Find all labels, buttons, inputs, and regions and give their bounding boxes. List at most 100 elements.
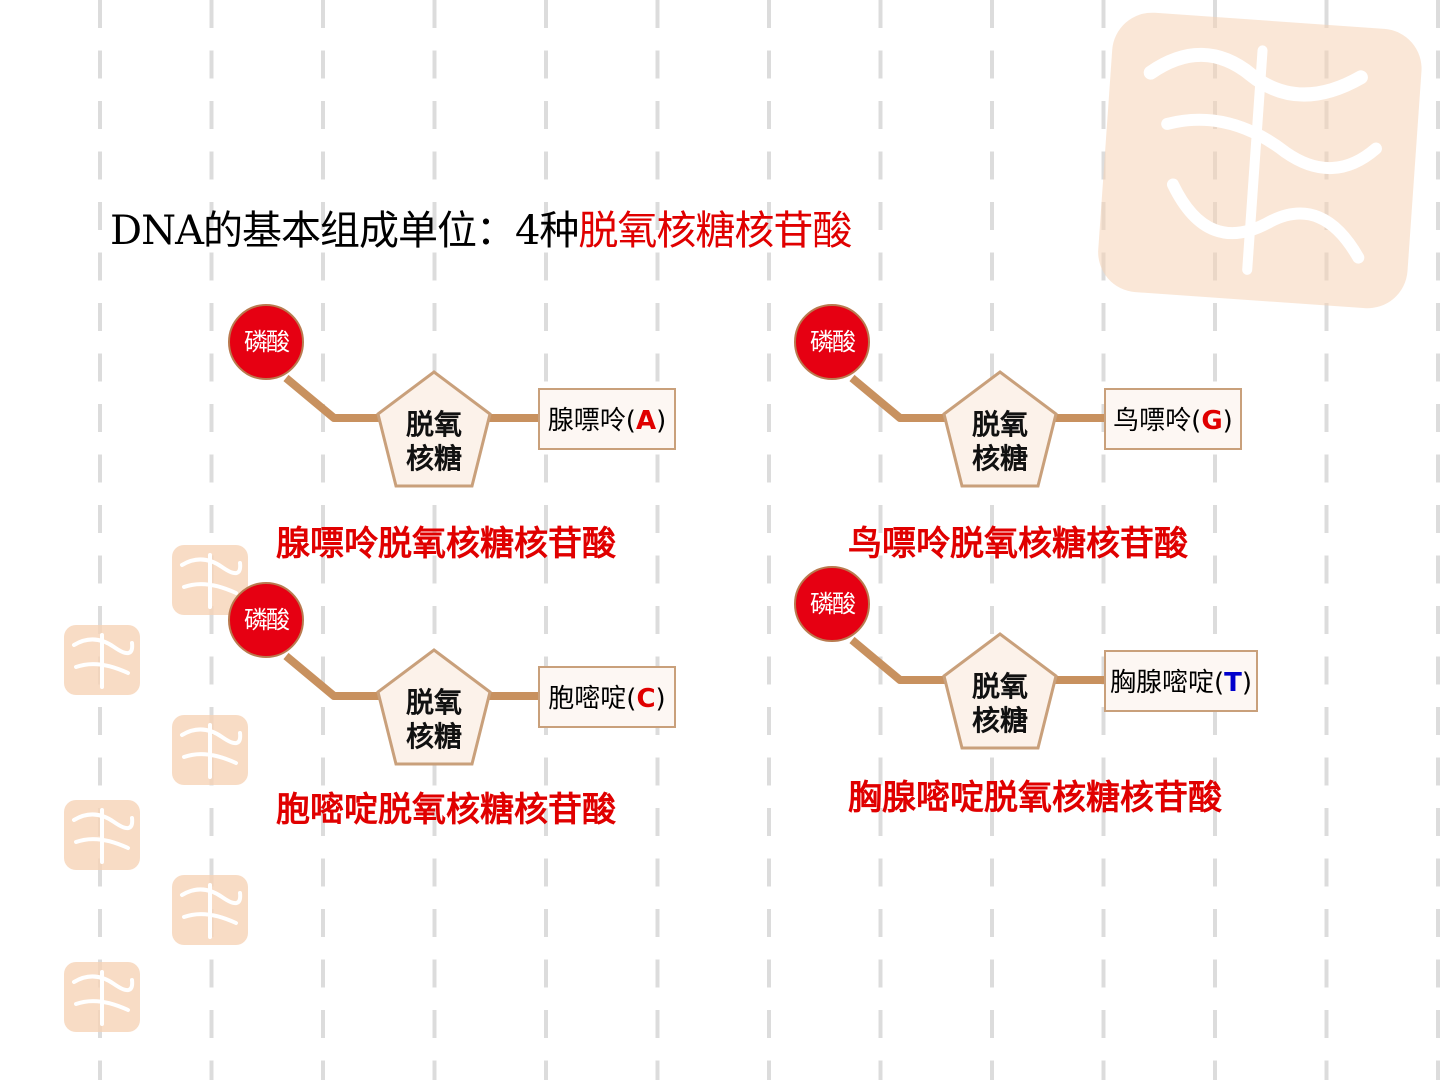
dash-mark [878,656,883,685]
dash-mark [98,0,102,28]
dash-mark [209,808,214,836]
phosphate-circle [228,582,304,658]
base-name: 腺嘌呤 [547,406,626,436]
dash-mark [1324,656,1329,685]
dash-mark [990,505,994,533]
dash-mark [1213,353,1217,382]
dash-mark [544,101,548,129]
dash-mark [1101,656,1106,685]
dash-mark [321,505,325,533]
dash-mark [321,101,325,129]
dash-mark [655,353,660,382]
dash-mark [878,909,883,937]
base-letter: T [1224,668,1242,698]
dash-mark [767,757,771,786]
sugar-line-2: 核糖 [971,704,1028,737]
dash-mark [1324,858,1329,887]
dash-mark [655,252,660,281]
dash-mark [98,404,102,432]
phosphate-label: 磷酸 [810,590,856,618]
dash-mark [1213,303,1217,331]
dash-mark [1436,555,1440,584]
dash-mark [767,606,771,634]
dash-mark [432,505,437,533]
dash-mark [1324,707,1329,735]
dash-mark [1101,959,1106,988]
title-prefix: DNA的基本组成单位：4种 [110,208,579,254]
dash-mark [1324,303,1329,331]
dash-mark [544,606,548,634]
dash-mark [209,202,214,230]
dash-mark [1324,0,1329,28]
dash-mark [321,959,325,988]
phosphate-sugar-bond [283,652,386,700]
dash-mark [98,707,102,735]
base-box: 胞嘧啶(C) [538,666,676,728]
dash-mark [321,1060,325,1080]
sugar-label: 脱氧核糖 [940,670,1060,738]
dash-mark [1101,353,1106,382]
dash-mark [878,555,883,584]
dash-mark [1213,606,1217,634]
dash-mark [544,1060,548,1080]
phosphate-sugar-bond [849,636,952,684]
dash-mark [767,707,771,735]
dash-mark [98,353,102,382]
dash-mark [1101,707,1106,735]
dash-mark [878,1010,883,1038]
nucleotide-structure [794,566,1106,750]
phosphate-circle [794,566,870,642]
dash-mark [1436,353,1440,382]
dash-mark [1436,656,1440,685]
phosphate-circle [228,304,304,380]
dash-mark [1213,808,1217,836]
dash-mark [1213,858,1217,887]
dash-mark [767,555,771,584]
dash-mark [544,555,548,584]
dash-mark [878,50,883,79]
dash-mark [990,909,994,937]
dash-mark [209,959,214,988]
dash-mark [767,454,771,483]
dash-mark [1324,454,1329,483]
dash-mark [655,808,660,836]
dash-mark [209,50,214,79]
dash-mark [990,0,994,28]
nucleotide-structure [228,304,540,488]
dash-mark [767,202,771,230]
dash-mark [655,606,660,634]
dash-mark [321,757,325,786]
dash-mark [209,454,214,483]
dash-mark [1101,505,1106,533]
dash-mark [878,353,883,382]
dash-mark [544,252,548,281]
dash-mark [1213,0,1217,28]
dash-mark [209,858,214,887]
dash-mark [544,757,548,786]
dash-mark [321,353,325,382]
dash-mark [321,303,325,331]
caption-cytosine: 胞嘧啶脱氧核糖核苷酸 [276,790,616,830]
dash-mark [1101,1010,1106,1038]
dash-mark [321,909,325,937]
dash-mark [1101,555,1106,584]
dash-mark [1436,808,1440,836]
dash-mark [209,1060,214,1080]
dash-mark [990,202,994,230]
dash-mark [98,252,102,281]
dash-mark [1436,50,1440,79]
dash-mark [1101,454,1106,483]
dash-mark [321,252,325,281]
dash-mark [878,606,883,634]
dash-mark [655,858,660,887]
dash-mark [432,858,437,887]
dash-mark [655,909,660,937]
small-seal [172,545,248,615]
dash-mark [990,555,994,584]
dash-mark [767,50,771,79]
dash-mark [432,101,437,129]
dash-mark [321,202,325,230]
dash-mark [544,505,548,533]
dash-mark [209,303,214,331]
dash-mark [544,353,548,382]
